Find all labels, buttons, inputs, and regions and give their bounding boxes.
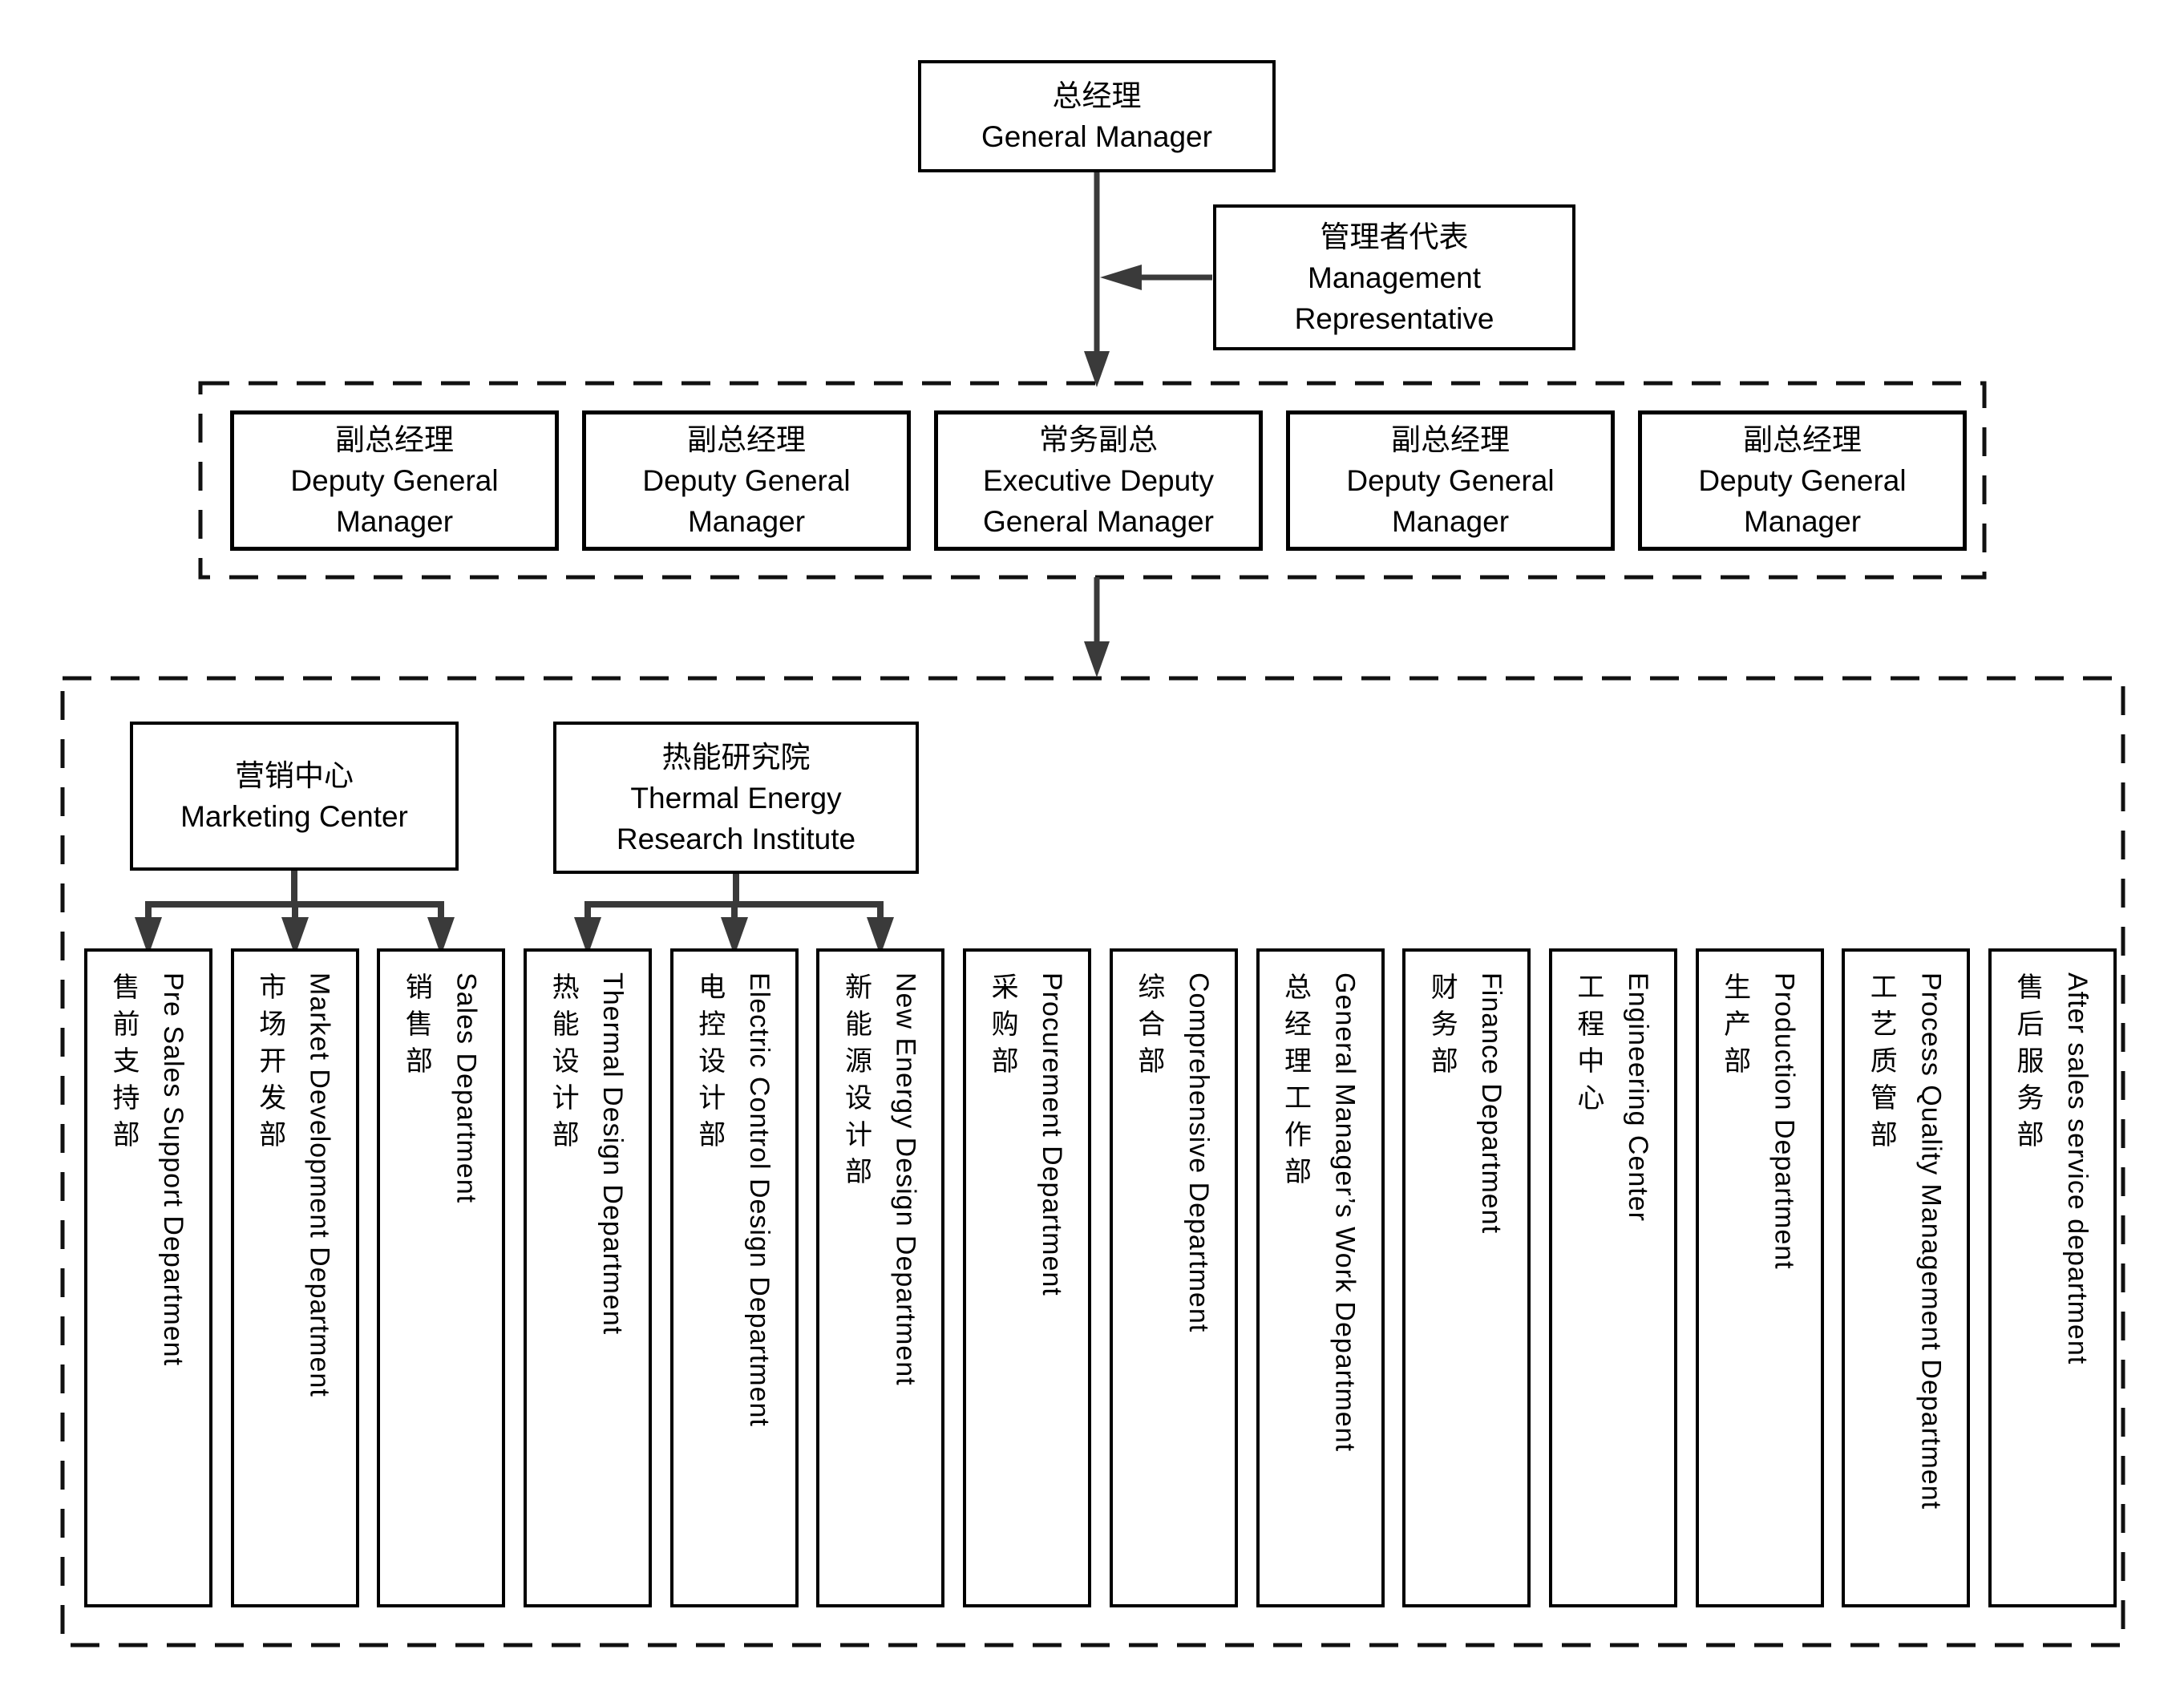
department-label-zh: 总经理工作部	[1280, 972, 1311, 1194]
deputy-label-zh: 副总经理	[1743, 423, 1862, 456]
department-label-en: Electric Control Design Department	[743, 972, 775, 1427]
department-label-en: Comprehensive Department	[1183, 972, 1214, 1333]
executive-deputy-label-en: Executive Deputy General Manager	[983, 464, 1214, 538]
marketing-arrowhead-1	[135, 917, 162, 956]
department-label-en: Thermal Design Department	[597, 972, 629, 1336]
thermal-institute-label-en2: Research Institute	[616, 822, 856, 855]
marketing-arrowhead-2	[281, 917, 309, 956]
department-label-en: Market Development Department	[304, 972, 335, 1397]
marketing-arrowhead-3	[427, 917, 455, 956]
department-label-en: Pre Sales Support Department	[158, 972, 188, 1367]
deputy-label-zh: 副总经理	[1391, 423, 1510, 456]
management-representative-label-zh: 管理者代表	[1320, 220, 1469, 253]
department-box-production: 生产部 Production Department	[1695, 948, 1824, 1607]
department-label-zh: 售后服务部	[2012, 972, 2043, 1157]
department-label-zh: 电控设计部	[694, 972, 725, 1157]
department-box-thermal-design: 热能设计部 Thermal Design Department	[524, 948, 653, 1607]
department-box-finance: 财务部 Finance Department	[1402, 948, 1531, 1607]
thermal-arrowhead-3	[867, 917, 894, 956]
deputy-label-en: Deputy General Manager	[642, 464, 851, 538]
department-box-comprehensive: 综合部 Comprehensive Department	[1109, 948, 1238, 1607]
department-label-en: Procurement Department	[1037, 972, 1068, 1296]
deputy-label-zh: 副总经理	[687, 423, 806, 456]
thermal-arrowhead-2	[721, 917, 748, 956]
department-label-zh: 售前支持部	[108, 972, 139, 1157]
deputy-general-manager-box-3: 副总经理 Deputy General Manager	[1286, 410, 1615, 551]
department-box-after-sales-service: 售后服务部 After sales service department	[1988, 948, 2117, 1607]
department-box-process-quality: 工艺质管部 Process Quality Management Departm…	[1842, 948, 1971, 1607]
management-representative-box: 管理者代表 Management Representative	[1213, 204, 1575, 350]
department-label-en: New Energy Design Department	[890, 972, 921, 1386]
thermal-institute-box: 热能研究院 Thermal Energy Research Institute	[553, 722, 919, 874]
department-label-en: Finance Department	[1476, 972, 1507, 1235]
department-label-zh: 采购部	[987, 972, 1018, 1083]
general-manager-label-en: General Manager	[981, 120, 1212, 153]
department-box-new-energy-design: 新能源设计部 New Energy Design Department	[816, 948, 945, 1607]
general-manager-label-zh: 总经理	[1052, 79, 1142, 112]
executive-deputy-label-zh: 常务副总	[1039, 423, 1158, 456]
department-label-zh: 财务部	[1426, 972, 1458, 1083]
deputy-label-en: Deputy General Manager	[290, 464, 499, 538]
department-label-zh: 市场开发部	[254, 972, 285, 1157]
department-label-en: After sales service department	[2061, 972, 2093, 1365]
department-label-en: Process Quality Management Department	[1915, 972, 1947, 1510]
department-box-sales: 销售部 Sales Department	[377, 948, 506, 1607]
department-label-en: Engineering Center	[1622, 972, 1653, 1222]
thermal-arrowhead-1	[574, 917, 601, 956]
marketing-center-label-zh: 营销中心	[235, 759, 354, 792]
thermal-institute-label-en1: Thermal Energy	[630, 781, 842, 815]
department-box-gm-work: 总经理工作部 General Manager’s Work Department	[1256, 948, 1385, 1607]
rep-left-arrowhead	[1100, 265, 1142, 290]
deputies-dashed-border	[198, 381, 1987, 580]
department-label-zh: 销售部	[401, 972, 432, 1083]
gm-to-deputies-arrowhead	[1084, 351, 1110, 387]
department-label-zh: 综合部	[1133, 972, 1164, 1083]
marketing-center-box: 营销中心 Marketing Center	[130, 722, 459, 871]
deputy-label-en: Deputy General Manager	[1346, 464, 1555, 538]
department-label-zh: 生产部	[1719, 972, 1750, 1083]
department-box-procurement: 采购部 Procurement Department	[963, 948, 1092, 1607]
deputy-general-manager-box-1: 副总经理 Deputy General Manager	[230, 410, 559, 551]
department-label-en: Production Department	[1769, 972, 1800, 1270]
departments-dashed-border	[60, 676, 2125, 1648]
management-representative-label-en1: Management	[1308, 261, 1481, 294]
marketing-center-label-en: Marketing Center	[180, 800, 408, 833]
management-representative-label-en2: Representative	[1294, 301, 1494, 335]
department-box-electric-control-design: 电控设计部 Electric Control Design Department	[669, 948, 799, 1607]
deputies-to-departments-arrowhead	[1084, 641, 1110, 677]
department-box-pre-sales-support: 售前支持部 Pre Sales Support Department	[84, 948, 212, 1607]
department-label-zh: 工艺质管部	[1866, 972, 1897, 1157]
department-row: 售前支持部 Pre Sales Support Department 市场开发部…	[84, 948, 2117, 1607]
deputy-general-manager-box-2: 副总经理 Deputy General Manager	[582, 410, 911, 551]
department-label-en: Sales Department	[451, 972, 482, 1204]
department-label-en: General Manager’s Work Department	[1329, 972, 1361, 1453]
deputy-general-manager-box-4: 副总经理 Deputy General Manager	[1638, 410, 1967, 551]
department-label-zh: 新能源设计部	[840, 972, 872, 1194]
executive-deputy-general-manager-box: 常务副总 Executive Deputy General Manager	[934, 410, 1263, 551]
department-box-market-development: 市场开发部 Market Development Department	[230, 948, 359, 1607]
department-label-zh: 工程中心	[1572, 972, 1604, 1120]
thermal-institute-label-zh: 热能研究院	[661, 740, 811, 774]
department-label-zh: 热能设计部	[548, 972, 579, 1157]
deputy-row: 副总经理 Deputy General Manager 副总经理 Deputy …	[230, 410, 1967, 551]
general-manager-box: 总经理 General Manager	[918, 60, 1276, 172]
deputy-label-en: Deputy General Manager	[1698, 464, 1907, 538]
deputy-label-zh: 副总经理	[335, 423, 454, 456]
department-box-engineering-center: 工程中心 Engineering Center	[1548, 948, 1677, 1607]
